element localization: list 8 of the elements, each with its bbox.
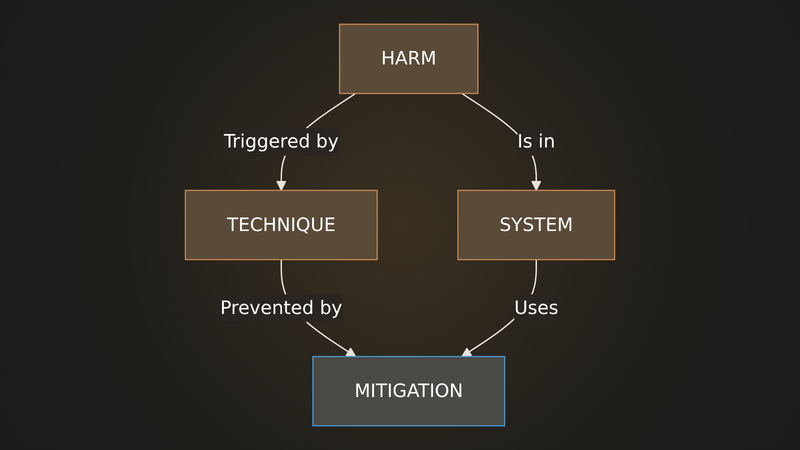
node-box: TECHNIQUE	[184, 190, 378, 260]
edge-label: Is in	[517, 130, 556, 152]
node-box: MITIGATION	[312, 356, 506, 426]
edge-label: Triggered by	[224, 130, 339, 152]
edge-label: Uses	[514, 296, 558, 318]
node-box: HARM	[339, 24, 479, 94]
edge-label: Prevented by	[220, 296, 342, 318]
node-box: SYSTEM	[457, 190, 616, 260]
